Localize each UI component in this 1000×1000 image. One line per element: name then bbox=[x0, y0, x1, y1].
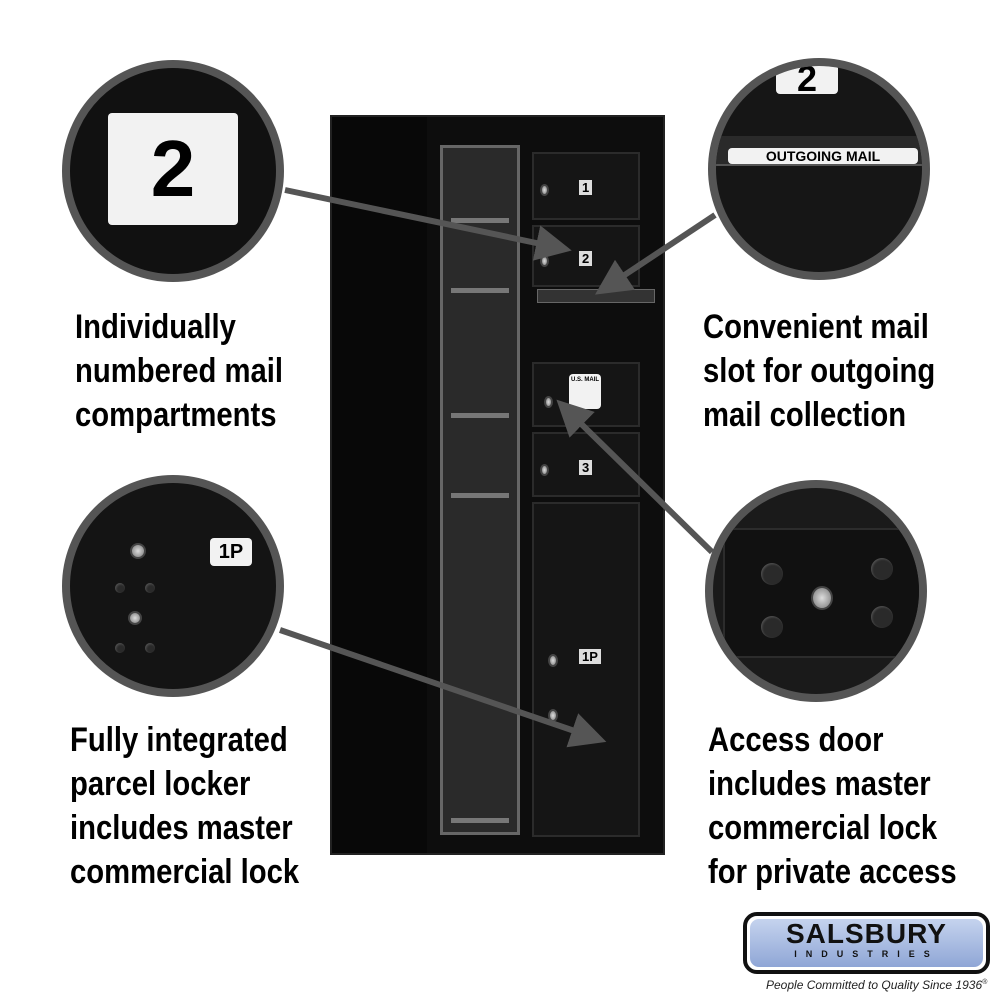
registered-mark: ® bbox=[982, 979, 988, 986]
caption-line: for private access bbox=[708, 853, 957, 891]
arrow-numbered bbox=[284, 187, 572, 261]
logo-name: SALSBURY bbox=[786, 918, 947, 949]
number-plate: 2 bbox=[776, 66, 838, 99]
caption-line: Convenient mail bbox=[703, 308, 929, 346]
side-panel bbox=[332, 117, 427, 853]
parcel-locker-door: 1P bbox=[532, 502, 640, 837]
caption-line: includes master bbox=[708, 765, 931, 803]
caption-line: numbered mail bbox=[75, 352, 283, 390]
detail-numbered-compartment: 2 bbox=[62, 60, 284, 282]
caption-line: Individually bbox=[75, 308, 236, 346]
logo-tagline: People Committed to Quality Since 1936® bbox=[766, 978, 987, 992]
detail-access-door bbox=[705, 480, 927, 702]
arrow-parcel bbox=[279, 627, 607, 748]
number-plate: 2 bbox=[108, 113, 238, 225]
access-door: U.S. MAIL bbox=[532, 362, 640, 427]
logo-sub: INDUSTRIES bbox=[794, 949, 939, 959]
arrow-access bbox=[556, 399, 715, 555]
compartment-number: 1 bbox=[579, 180, 593, 195]
caption-outgoing-slot: Convenient mail slot for outgoing mail c… bbox=[703, 305, 935, 437]
outgoing-mail-label: OUTGOING MAIL bbox=[728, 148, 918, 164]
compartment-number: 2 bbox=[579, 251, 593, 266]
caption-access-door: Access door includes master commercial l… bbox=[708, 718, 957, 894]
caption-line: parcel locker bbox=[70, 765, 251, 803]
caption-numbered-compartments: Individually numbered mail compartments bbox=[75, 305, 283, 437]
caption-line: commercial lock bbox=[70, 853, 300, 891]
tagline-text: People Committed to Quality Since 1936 bbox=[766, 978, 983, 992]
caption-line: slot for outgoing bbox=[703, 352, 936, 390]
compartment-number: 3 bbox=[579, 460, 593, 475]
caption-line: compartments bbox=[75, 396, 277, 434]
caption-line: mail collection bbox=[703, 396, 907, 434]
open-door-interior bbox=[440, 145, 520, 835]
caption-line: Fully integrated bbox=[70, 721, 288, 759]
parcel-label: 1P bbox=[210, 538, 252, 566]
detail-outgoing-slot: 2 OUTGOING MAIL bbox=[708, 58, 930, 280]
parcel-number: 1P bbox=[579, 649, 601, 664]
compartment-door-1: 1 bbox=[532, 152, 640, 220]
arrow-slot bbox=[595, 212, 717, 295]
detail-parcel-locker: 1P bbox=[62, 475, 284, 697]
salsbury-logo: SALSBURY INDUSTRIES bbox=[743, 912, 990, 974]
caption-line: includes master bbox=[70, 809, 293, 847]
caption-line: Access door bbox=[708, 721, 884, 759]
mailbox-cabinet: 1 2 U.S. MAIL 3 1P bbox=[330, 115, 665, 855]
caption-parcel-locker: Fully integrated parcel locker includes … bbox=[70, 718, 299, 894]
caption-line: commercial lock bbox=[708, 809, 938, 847]
